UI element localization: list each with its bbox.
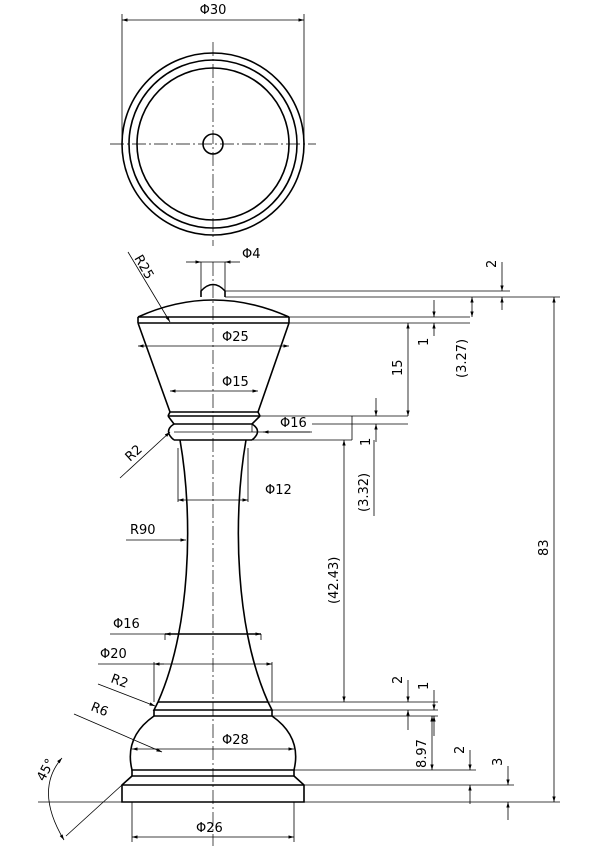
cup-lower-diameter-label: Φ15 <box>222 375 249 390</box>
cap-step-label: 1 <box>417 338 432 346</box>
lower-ring-step-label: 1 <box>417 682 432 690</box>
lower-ring-radius-label: R2 <box>109 672 130 692</box>
cup-outline <box>137 322 290 413</box>
lower-collar-height-label: 2 <box>391 676 406 684</box>
pin-diameter-label: Φ4 <box>242 247 261 262</box>
base-outline <box>129 715 297 771</box>
neck-diameter-label: Φ12 <box>265 483 292 498</box>
collar-step-label: 1 <box>359 438 374 446</box>
stem-ref-label: (42.43) <box>327 557 342 604</box>
cap-diameter-label: Φ25 <box>222 330 249 345</box>
stem-radius-label: R90 <box>130 523 156 538</box>
side-view <box>121 262 305 846</box>
collar-radius-label: R2 <box>123 442 146 465</box>
foot-step-label: 2 <box>453 746 468 754</box>
dimensions: Φ4 R25 Φ25 Φ15 Φ16 R2 Φ12 R90 Φ16 <box>34 247 560 842</box>
stem-outline <box>157 439 269 703</box>
base-height-label: 8.97 <box>415 739 430 768</box>
foot-height-label: 3 <box>491 758 506 766</box>
overall-height-label: 83 <box>537 539 552 556</box>
cup-height-label: 15 <box>391 359 406 376</box>
collar-diameter-label: Φ16 <box>280 416 307 431</box>
chamfer-angle-label: 45° <box>34 756 58 783</box>
upper-collar-outline <box>167 423 259 441</box>
foot-diameter-label: Φ26 <box>196 821 223 836</box>
pin-height-label: 2 <box>485 260 500 268</box>
base-radius-label: R6 <box>89 700 111 720</box>
lower-ring-diameter-label: Φ20 <box>100 647 127 662</box>
base-diameter-label: Φ28 <box>222 733 249 748</box>
cap-ref-label: (3.27) <box>455 339 470 378</box>
top-view: Φ30 <box>110 3 316 246</box>
lower-collar-diameter-label: Φ16 <box>113 617 140 632</box>
crown-radius-label: R25 <box>131 253 157 283</box>
top-view-diameter-label: Φ30 <box>200 3 227 18</box>
lower-ring-outline <box>152 701 274 711</box>
foot-outline <box>121 775 305 803</box>
crown-cap-outline <box>137 299 290 318</box>
collar-ref-label: (3.32) <box>357 473 372 512</box>
